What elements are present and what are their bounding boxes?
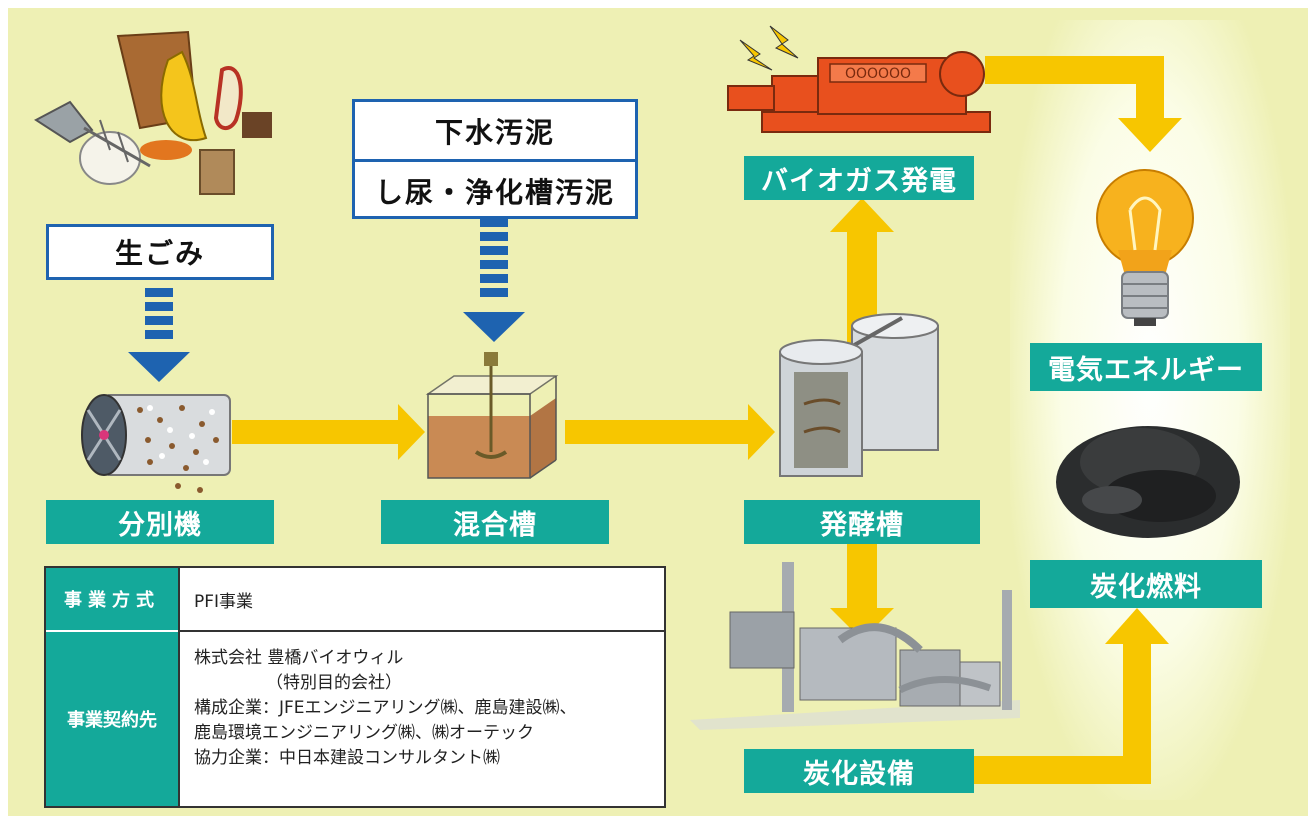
contractor-line: （特別目的会社）	[266, 673, 402, 693]
sludge-arrow-head	[463, 312, 525, 342]
biogas-power-label: バイオガス発電	[744, 156, 974, 200]
electric-energy-label: 電気エネルギー	[1030, 343, 1262, 391]
biogas-generator-illustration: OOOOOO	[727, 25, 991, 133]
flow-biogas-to-electricity-h	[985, 56, 1163, 84]
light-bulb-illustration	[1096, 169, 1194, 326]
project-method-header: 事業方式	[46, 568, 178, 632]
contractor-details: 株式会社 豊橋バイオウィル （特別目的会社） 構成企業：JFEエンジニアリング㈱…	[178, 632, 664, 806]
food-waste-illustration	[34, 30, 272, 195]
fermentation-tank-label: 発酵槽	[744, 500, 980, 544]
sludge-box: 下水汚泥 し尿・浄化槽汚泥	[352, 99, 638, 219]
contractor-line: 株式会社 豊橋バイオウィル	[194, 648, 404, 668]
carbonization-plant-illustration	[690, 562, 1020, 730]
mixing-tank-illustration	[425, 352, 559, 479]
flow-carbonization-to-fuel-head	[1105, 608, 1169, 644]
project-method-value: PFI事業	[178, 568, 664, 632]
separator-label: 分別機	[46, 500, 274, 544]
carbonized-fuel-label: 炭化燃料	[1030, 560, 1262, 608]
mixing-tank-label: 混合槽	[381, 500, 609, 544]
flow-fermentation-to-carbonization-head	[830, 608, 894, 640]
input-arrows	[128, 218, 525, 382]
separator-drum-illustration	[81, 394, 231, 493]
flow-biogas-to-electricity-v	[1136, 56, 1164, 122]
flow-carbonization-to-fuel-h	[970, 756, 1150, 784]
flow-separator-to-mixing	[232, 420, 404, 444]
sewage-sludge-label: 下水汚泥	[434, 115, 555, 149]
flow-mixing-to-fermentation	[565, 420, 755, 444]
contractor-line: 協力企業：中日本建設コンサルタント㈱	[194, 748, 500, 768]
flow-mixing-to-fermentation-head	[748, 404, 775, 460]
generator-panel-text: OOOOOO	[845, 66, 911, 82]
flow-fermentation-to-biogas-head	[830, 198, 894, 232]
flow-fermentation-to-carbonization	[847, 532, 877, 614]
contractor-line: 構成企業：JFEエンジニアリング㈱、鹿島建設㈱、	[194, 698, 577, 718]
flow-separator-to-mixing-head	[398, 404, 425, 460]
flow-arrows	[232, 56, 1182, 784]
flow-biogas-to-electricity-head	[1118, 118, 1182, 152]
carbonized-fuel-illustration	[1056, 426, 1240, 538]
fermentation-tanks-illustration	[779, 313, 939, 477]
contractor-line: 鹿島環境エンジニアリング㈱、㈱オーテック	[194, 723, 534, 743]
project-info-table: 事業方式 PFI事業 事業契約先 株式会社 豊橋バイオウィル （特別目的会社） …	[44, 566, 666, 808]
carbonization-facility-label: 炭化設備	[744, 749, 974, 793]
food-waste-arrow-head	[128, 352, 190, 382]
contractor-header: 事業契約先	[46, 632, 178, 806]
food-waste-box: 生ごみ	[46, 224, 274, 280]
flow-carbonization-to-fuel-v	[1123, 640, 1151, 784]
night-soil-label: し尿・浄化槽汚泥	[355, 159, 635, 219]
